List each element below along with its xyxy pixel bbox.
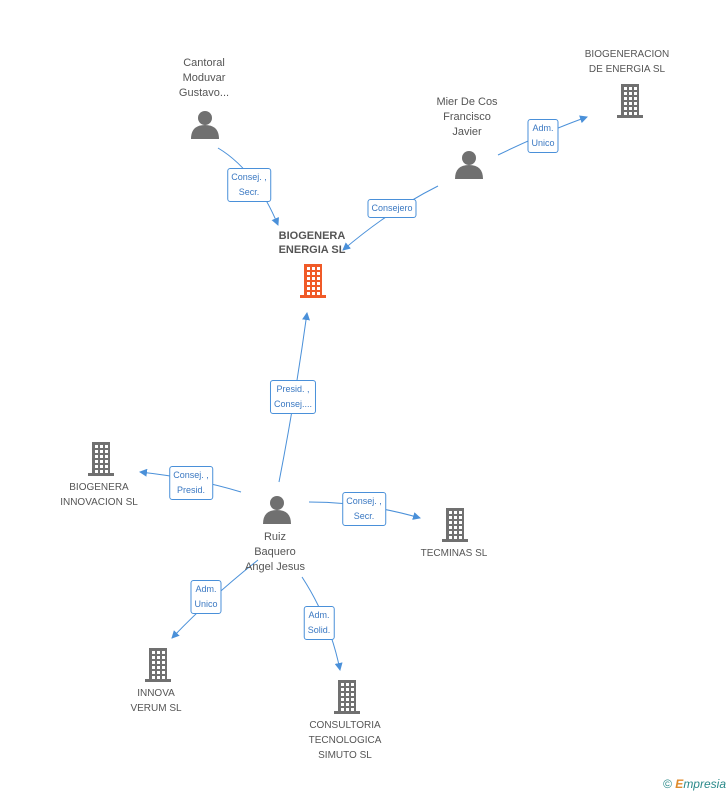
building-icon[interactable] <box>334 680 360 714</box>
node-label-tecminas[interactable]: TECMINAS SL <box>420 548 488 559</box>
edge-label-ruiz-innovacion[interactable]: Consej. , Presid. <box>169 466 213 500</box>
copyright-icon: © <box>663 777 672 791</box>
node-label-cantoral[interactable]: Cantoral Moduvar Gustavo... <box>178 57 230 99</box>
edge-label-ruiz-tecminas[interactable]: Consej. , Secr. <box>342 492 386 526</box>
node-label-ruiz[interactable]: Ruiz Baquero Angel Jesus <box>245 531 305 573</box>
node-label-biogenera-energia[interactable]: BIOGENERA ENERGIA SL <box>278 230 346 256</box>
node-label-mier[interactable]: Mier De Cos Francisco Javier <box>436 96 498 138</box>
edge-label-mier-main[interactable]: Consejero <box>367 199 417 218</box>
person-icon[interactable] <box>455 151 483 179</box>
node-label-biogeneracion[interactable]: BIOGENERACION DE ENERGIA SL <box>584 49 670 75</box>
building-icon[interactable] <box>88 442 114 476</box>
edge-label-mier-biogeneracion[interactable]: Adm. Unico <box>527 119 559 153</box>
empresia-brand[interactable]: © Empresia <box>663 777 726 791</box>
edge-label-ruiz-consultoria[interactable]: Adm. Solid. <box>303 606 335 640</box>
edge-label-cantoral-main[interactable]: Consej. , Secr. <box>227 168 271 202</box>
brand-name: mpresia <box>683 777 726 791</box>
node-label-innova[interactable]: INNOVA VERUM SL <box>130 688 182 714</box>
brand-initial: E <box>675 777 684 791</box>
person-icon[interactable] <box>263 496 291 524</box>
building-icon[interactable] <box>300 264 326 298</box>
edge-line-mier-to-main <box>342 185 439 251</box>
building-icon[interactable] <box>442 508 468 542</box>
node-label-biogenera-innovacion[interactable]: BIOGENERA INNOVACION SL <box>60 482 138 508</box>
building-icon[interactable] <box>145 648 171 682</box>
edge-label-ruiz-innova[interactable]: Adm. Unico <box>190 580 222 614</box>
edge-label-ruiz-main[interactable]: Presid. , Consej.... <box>269 380 317 414</box>
person-icon[interactable] <box>191 111 219 139</box>
building-icon[interactable] <box>617 84 643 118</box>
node-label-consultoria[interactable]: CONSULTORIA TECNOLOGICA SIMUTO SL <box>308 720 382 761</box>
